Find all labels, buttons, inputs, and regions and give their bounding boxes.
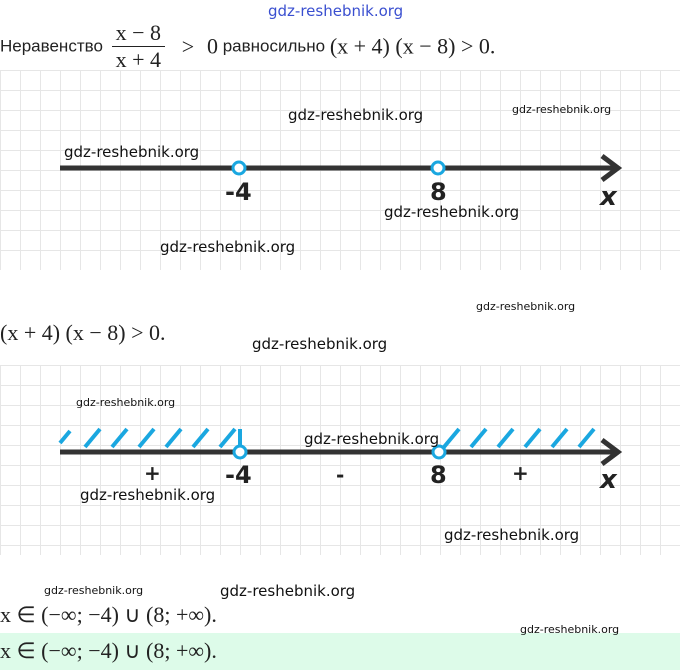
- final-answer: x ∈ (−∞; −4) ∪ (8; +∞).: [0, 638, 217, 663]
- watermark: gdz-reshebnik.org: [444, 526, 580, 544]
- denominator: x + 4: [115, 47, 162, 72]
- watermark: gdz-reshebnik.org: [520, 623, 620, 636]
- axis-label: x: [600, 182, 617, 212]
- point-label: 8: [430, 461, 447, 489]
- watermark: gdz-reshebnik.org: [64, 143, 200, 161]
- inequality: (x + 4) (x − 8) > 0.: [0, 320, 166, 345]
- watermark: gdz-reshebnik.org: [252, 335, 388, 353]
- point-label: -4: [225, 461, 252, 489]
- axis-label: x: [600, 465, 617, 495]
- intro-text-2: равносильно: [222, 36, 326, 56]
- sign-label: +: [512, 461, 529, 485]
- watermark: gdz-reshebnik.org: [160, 238, 296, 256]
- watermark: gdz-reshebnik.org: [80, 486, 216, 504]
- watermark: gdz-reshebnik.org: [304, 430, 440, 448]
- open-point-8: [430, 160, 446, 176]
- watermark: gdz-reshebnik.org: [44, 584, 144, 597]
- intro-text: Неравенство: [0, 36, 103, 56]
- zero: 0: [206, 33, 218, 59]
- watermark: gdz-reshebnik.org: [268, 2, 404, 20]
- point-label: -4: [225, 178, 252, 206]
- sign-label: -: [336, 463, 345, 487]
- gt-sign: >: [181, 33, 195, 59]
- sign-label: +: [144, 461, 161, 485]
- watermark: gdz-reshebnik.org: [384, 203, 520, 221]
- point-label: 8: [430, 178, 447, 206]
- watermark: gdz-reshebnik.org: [476, 300, 576, 313]
- watermark: gdz-reshebnik.org: [512, 103, 612, 116]
- number-line-2: -4 8 + - + x: [0, 365, 680, 555]
- watermark: gdz-reshebnik.org: [76, 396, 176, 409]
- watermark: gdz-reshebnik.org: [288, 106, 424, 124]
- open-point-minus-4: [232, 444, 248, 460]
- numerator: x − 8: [111, 20, 166, 47]
- final-answer-box: x ∈ (−∞; −4) ∪ (8; +∞).: [0, 633, 680, 670]
- answer: x ∈ (−∞; −4) ∪ (8; +∞).: [0, 602, 217, 627]
- product-inequality: (x + 4) (x − 8) > 0.: [329, 33, 496, 59]
- number-line-1: -4 8 x: [0, 70, 680, 270]
- watermark: gdz-reshebnik.org: [220, 582, 356, 600]
- open-point-8: [431, 444, 447, 460]
- open-point-minus-4: [231, 160, 247, 176]
